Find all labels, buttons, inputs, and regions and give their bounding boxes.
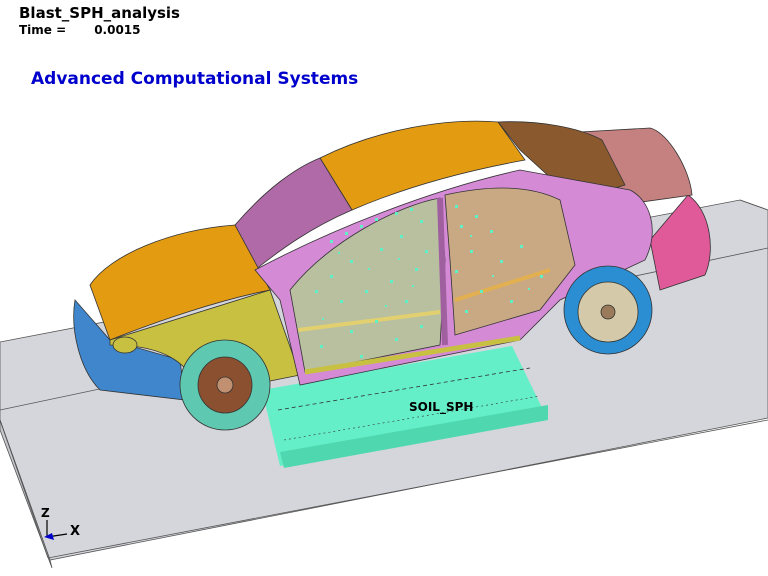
front-hub <box>216 376 234 394</box>
b-pillar <box>437 197 448 346</box>
rear-bumper <box>649 194 711 291</box>
rear-wheel <box>563 265 653 355</box>
axis-x-label: X <box>70 524 81 539</box>
part-label-soil-sph: SOIL_SPH <box>409 400 474 414</box>
soil-dash-line-2 <box>283 395 541 441</box>
rear-cabin-opening <box>444 187 576 336</box>
axis-triad <box>44 520 68 540</box>
axis-origin-marker <box>44 533 54 540</box>
rocker-panel <box>304 335 521 375</box>
ground-edge-4 <box>739 199 768 211</box>
headlight <box>112 336 138 354</box>
ground-edge-3 <box>0 419 49 559</box>
floor-bar <box>454 268 551 302</box>
trunk-lid <box>579 127 693 206</box>
windshield <box>234 157 353 271</box>
rear-hub <box>600 304 616 320</box>
soil-sph-surface <box>262 346 548 466</box>
simulation-title: Blast_SPH_analysis <box>19 4 180 22</box>
soil-sph-fringe <box>280 405 548 468</box>
front-wheel <box>179 339 271 431</box>
car-model <box>73 120 711 431</box>
sph-particles <box>315 205 543 358</box>
time-value: 0.0015 <box>94 23 141 37</box>
sill-bar <box>297 310 441 332</box>
ground-edge-2 <box>47 419 768 559</box>
roof-panel <box>319 120 526 211</box>
time-readout: Time = 0.0015 <box>19 23 141 37</box>
soil-dash-line <box>277 367 531 411</box>
soil-sph-mesh <box>262 346 548 468</box>
company-name: Advanced Computational Systems <box>31 69 359 89</box>
time-label: Time = <box>19 23 67 37</box>
axis-z-label: Z <box>41 506 50 520</box>
